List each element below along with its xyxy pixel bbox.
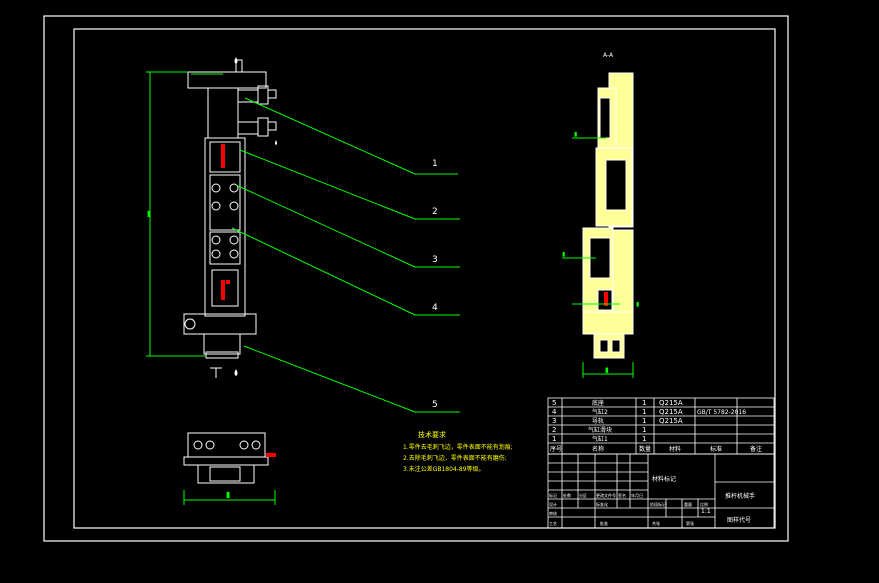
width-dimension [183, 490, 276, 505]
tb-r1-c4: 更改文件号 [596, 492, 616, 498]
bom-row-4-qty: 1 [642, 426, 646, 434]
bom-row-2-no: 4 [552, 408, 557, 416]
tb-r1-c6: 年月日 [631, 492, 643, 498]
leader-lines [231, 97, 460, 413]
bom-row-3-material: Q215A [659, 417, 683, 425]
bom-row-1-material: Q215A [659, 399, 683, 407]
bom-row-5-name: 气缸1 [592, 435, 608, 443]
bom-row-4-name: 气缸滑块 [588, 426, 612, 434]
section-dimensions [562, 137, 634, 378]
bom-row-2-name: 气缸2 [592, 408, 608, 416]
tb-r1-c2: 处数 [563, 492, 571, 498]
bom-row-1-qty: 1 [642, 399, 646, 407]
bom-header-remark: 备注 [750, 445, 762, 453]
section-dim-3: ▮ [636, 301, 639, 308]
balloon-2: 2 [432, 207, 438, 217]
bom-row-5-no: 1 [552, 435, 556, 443]
front-view [183, 59, 277, 378]
tb-r1-c3: 分区 [579, 492, 587, 498]
notes-line-2: 2.去除毛刺飞边，零件表面不能有磨伤; [403, 454, 507, 462]
red-part-3 [226, 280, 230, 284]
notes-line-1: 1.零件去毛刺飞边，零件表面不能有划痕; [403, 443, 513, 451]
width-dimension-value: ▮ [226, 490, 230, 499]
bom-row-3-name: 导轨 [592, 417, 604, 425]
tb-r1-c5: 签名 [618, 492, 626, 498]
bom-header-name: 名称 [592, 445, 604, 453]
plan-view [183, 432, 269, 484]
marker-bottom [234, 369, 238, 376]
tb-r3-review: 审核 [549, 510, 557, 516]
tb-r4-approve: 批准 [600, 520, 608, 526]
plan-red-part [266, 453, 276, 457]
balloon-1: 1 [432, 159, 438, 169]
scale-value: 1:1 [701, 508, 711, 515]
notes-title: 技术要求 [418, 430, 446, 439]
bom-header-material: 材料 [669, 445, 681, 453]
tb-r2-scale: 比例 [700, 501, 708, 507]
bom-row-3-qty: 1 [642, 417, 646, 425]
marker-right [275, 140, 277, 145]
tb-r1-c1: 标记 [549, 492, 557, 498]
section-red-part [604, 292, 608, 306]
bom-header-std: 标准 [710, 445, 722, 453]
bom-row-1-name: 底座 [592, 399, 604, 407]
outer-frame [43, 15, 789, 542]
tb-r4-process: 工艺 [549, 521, 557, 526]
bom-row-1-no: 5 [552, 399, 556, 407]
height-dimension [146, 71, 206, 357]
tb-r2-design: 设计 [549, 501, 557, 507]
bom-header-qty: 数量 [639, 445, 651, 453]
bom-header-no: 序号 [550, 445, 562, 453]
tb-r2-std: 标准化 [596, 501, 608, 507]
bom-row-2-std: GB/T 5782-2016 [697, 409, 746, 416]
title-block-grid [547, 453, 775, 529]
inner-frame [73, 28, 776, 529]
bom-row-4-no: 2 [552, 426, 556, 434]
balloon-5: 5 [432, 400, 438, 410]
notes-line-3: 3.未注公差GB1804-89等级。 [403, 465, 485, 473]
marker-top [234, 57, 238, 64]
balloon-3: 3 [432, 255, 438, 265]
tb-r4-sheet: 第张 [686, 520, 694, 526]
section-dim-2: ▮ [562, 251, 565, 258]
section-label: A-A [603, 52, 614, 59]
bom-row-2-qty: 1 [642, 408, 646, 416]
tb-r2-stage: 阶段标记 [650, 501, 666, 507]
bom-row-2-material: Q215A [659, 408, 683, 416]
red-part-1 [221, 144, 225, 168]
tb-r2-weight: 重量 [684, 501, 692, 507]
bom-row-3-no: 3 [552, 417, 556, 425]
balloon-4: 4 [432, 303, 438, 313]
bom-row-5-qty: 1 [642, 435, 646, 443]
section-view [582, 72, 634, 359]
height-dimension-value: ▮ [147, 209, 151, 218]
material-mark: 材料标记 [652, 475, 676, 483]
red-part-2 [221, 280, 225, 300]
drawing-number: 图样代号 [727, 516, 751, 524]
section-dim-1: ▮ [574, 131, 577, 138]
tb-r4-total: 共张 [652, 520, 660, 526]
section-width-value: ▮ [605, 366, 609, 374]
drawing-name: 推杆机械手 [725, 492, 755, 500]
